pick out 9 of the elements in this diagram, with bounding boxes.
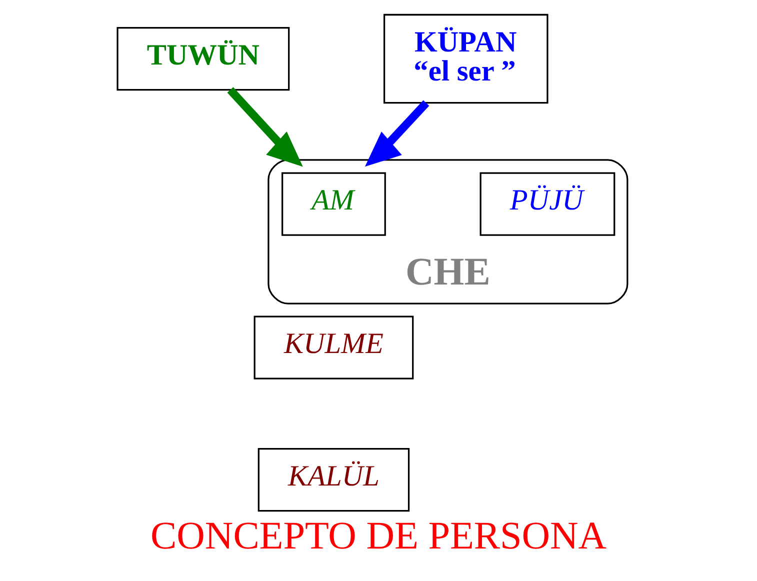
- node-box: KULME: [253, 316, 414, 380]
- node-box: KÜPAN “el ser ”: [383, 14, 548, 104]
- arrow: [226, 87, 302, 167]
- arrow: [364, 100, 429, 167]
- node-box: TUWÜN: [116, 27, 290, 91]
- node-box: KALÜL: [257, 448, 410, 512]
- caption: CONCEPTO DE PERSONA: [150, 514, 606, 558]
- node-box: AM: [281, 172, 386, 236]
- node-box: PÜJÜ: [479, 172, 615, 236]
